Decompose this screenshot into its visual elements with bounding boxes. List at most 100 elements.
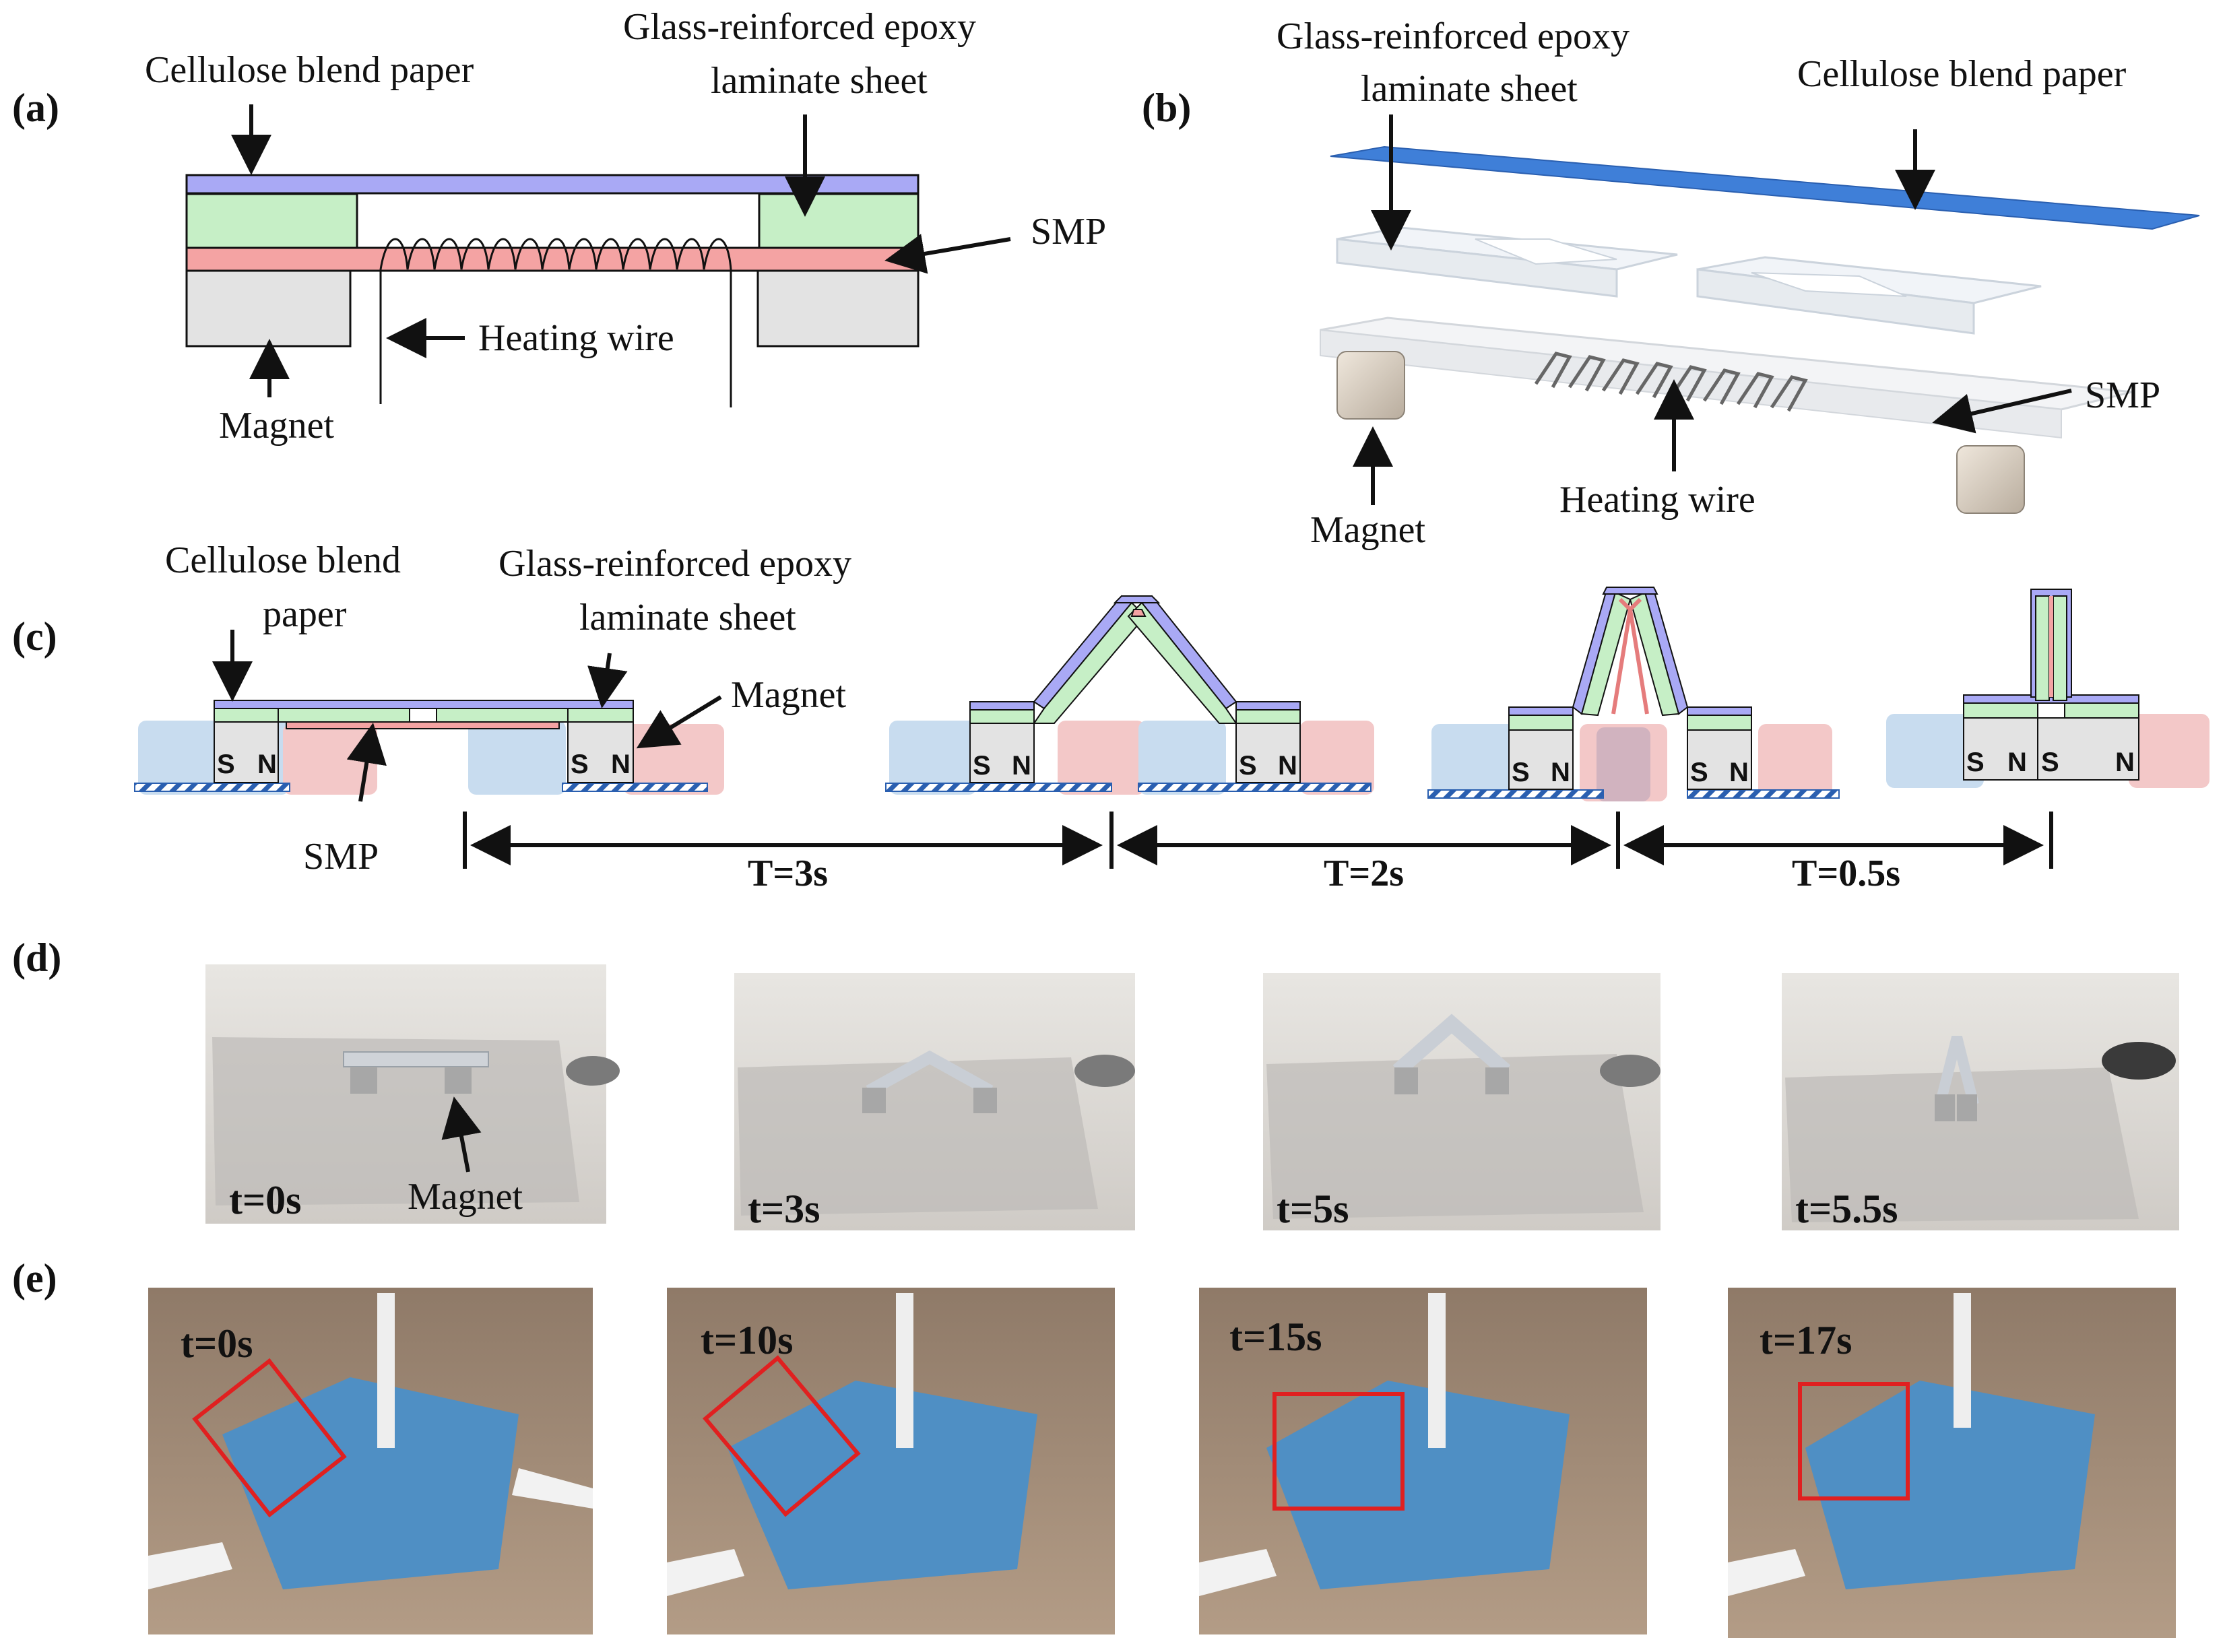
panel-e-letter: (e) — [12, 1256, 57, 1300]
hinge-block-pink-4 — [1300, 721, 1374, 795]
photo-e-3-ribbon-a — [1199, 1549, 1277, 1596]
photo-d-3: t=5s — [1263, 973, 1660, 1231]
photo-d-1-magnet-b — [445, 1067, 472, 1094]
pole-n: N — [257, 750, 277, 779]
paper-layer — [185, 174, 920, 195]
smp-tent-apex — [1130, 609, 1147, 617]
highlight-box-e-2 — [703, 1355, 861, 1517]
time-label-d-2: t=3s — [748, 1187, 820, 1231]
smp-vertical — [2049, 596, 2053, 697]
panel-b: (b) Glass-reinforced epoxy laminate shee… — [1142, 15, 2200, 551]
photo-d-4: t=5.5s — [1782, 973, 2179, 1231]
panel-a-letter: (a) — [12, 86, 59, 130]
photo-e-4-robot — [1805, 1381, 2095, 1589]
epoxy-label-line1: Glass-reinforced epoxy — [623, 6, 976, 48]
photo-e-1: t=0s — [148, 1288, 593, 1634]
pole-s: S — [973, 751, 991, 781]
paper-label: Cellulose blend paper — [145, 49, 474, 91]
paper-tent-right-arm — [1140, 595, 1237, 710]
timeline: T=3s T=2s T=0.5s — [463, 812, 2053, 894]
time-label-d-4: t=5.5s — [1795, 1187, 1898, 1231]
photo-e-3-tube — [1428, 1293, 1446, 1448]
magnet-narrow-left — [1508, 729, 1574, 790]
panel-d: (d) Magnet t=0s t=3s — [12, 935, 2179, 1231]
epoxy-narrow-left-foot — [1508, 715, 1574, 731]
hinge-block-overlap — [1597, 727, 1650, 801]
hinge-block-blue-6 — [1886, 714, 1984, 788]
magnet-cube-left — [1336, 351, 1405, 420]
photo-e-2-ribbon-a — [667, 1549, 744, 1596]
stage-vertical: S N S N — [1886, 589, 2210, 788]
photo-d-1: Magnet t=0s — [205, 964, 620, 1224]
hinge-block-pink-6 — [1758, 724, 1832, 798]
pole-n: N — [2007, 748, 2027, 777]
magnet-label-d: Magnet — [408, 1176, 523, 1218]
base-hatch-2 — [562, 783, 708, 792]
paper-tent-apex — [1113, 595, 1161, 603]
magnet-right — [756, 269, 920, 348]
magnet-flat-2 — [567, 721, 634, 783]
pole-n: N — [1012, 751, 1031, 781]
arrow-smp-c — [346, 723, 387, 802]
photo-d-4-magnet-b — [1957, 1094, 1977, 1121]
magnet-flat-1 — [214, 721, 279, 783]
photo-d-1-strip — [343, 1051, 489, 1067]
epoxy-narrow-right-foot — [1687, 715, 1752, 731]
epoxy-narrow-right-arm — [1629, 591, 1680, 717]
photo-d-4-clip — [2102, 1042, 2176, 1080]
pole-s: S — [1239, 751, 1257, 781]
photo-d-3-plate — [1266, 1054, 1644, 1219]
stage-flat: S N S N — [134, 630, 724, 802]
photo-e-2-tube — [896, 1293, 913, 1448]
heating-wire-label: Heating wire — [478, 317, 674, 359]
photo-d-2-clip — [1074, 1055, 1135, 1087]
epoxy-frame-left-window — [1475, 238, 1617, 265]
paper-tent-right-foot — [1235, 701, 1301, 711]
epoxy-block-left — [185, 193, 358, 249]
photo-d-2-magnet-a — [862, 1088, 886, 1113]
smp-narrow-lines — [1611, 597, 1649, 715]
arrow-magnet-d — [441, 1096, 482, 1172]
interval-label-2: T=2s — [1324, 853, 1404, 894]
magnet-label: Magnet — [219, 405, 335, 447]
time-label-e-3: t=15s — [1229, 1315, 1322, 1359]
base-hatch-4 — [1138, 783, 1372, 792]
paper-narrow-apex — [1602, 587, 1658, 595]
magnet-cube-right — [1956, 445, 2025, 514]
photo-d-3-magnet-a — [1394, 1067, 1418, 1094]
interval-label-1: T=3s — [748, 853, 828, 894]
pole-s: S — [1966, 748, 1985, 777]
base-hatch-3 — [885, 783, 1112, 792]
pole-s: S — [1690, 758, 1708, 787]
heating-wire-coil — [379, 238, 732, 270]
base-hatch-5 — [1427, 789, 1604, 799]
epoxy-block-right — [758, 193, 920, 249]
photo-d-1-plate — [212, 1037, 579, 1205]
magnet-left — [185, 269, 352, 348]
photo-d-3-magnet-b — [1485, 1067, 1509, 1094]
time-label-d-3: t=5s — [1277, 1187, 1349, 1231]
paper-label-c-line1: Cellulose blend — [165, 539, 401, 581]
photo-e-2-robot — [728, 1381, 1037, 1589]
photo-e-2: t=10s — [667, 1288, 1115, 1634]
arrow-magnet-c — [636, 695, 722, 749]
arrow-smp — [884, 234, 1011, 274]
pole-n: N — [611, 750, 631, 779]
epoxy-tent-right-arm — [1127, 601, 1237, 724]
epoxy-vertical-b — [2053, 595, 2067, 701]
smp-flat — [286, 721, 560, 729]
time-label-d-1: t=0s — [229, 1178, 302, 1222]
arrow-smp-b — [1932, 389, 2072, 434]
epoxy-tent-left-arm — [1033, 601, 1147, 724]
highlight-box-e-1 — [192, 1358, 347, 1518]
paper-label-c-line2: paper — [263, 593, 347, 635]
magnet-tent-right — [1235, 723, 1301, 783]
epoxy-label-c-line1: Glass-reinforced epoxy — [498, 543, 851, 585]
epoxy-flat-1 — [214, 708, 279, 723]
base-hatch-6 — [1687, 789, 1840, 799]
pole-s: S — [571, 750, 589, 779]
hinge-block-blue-2 — [468, 721, 566, 795]
pole-n: N — [2115, 748, 2135, 777]
pole-s: S — [1512, 758, 1530, 787]
photo-d-3-bent-strip — [1392, 1014, 1511, 1077]
